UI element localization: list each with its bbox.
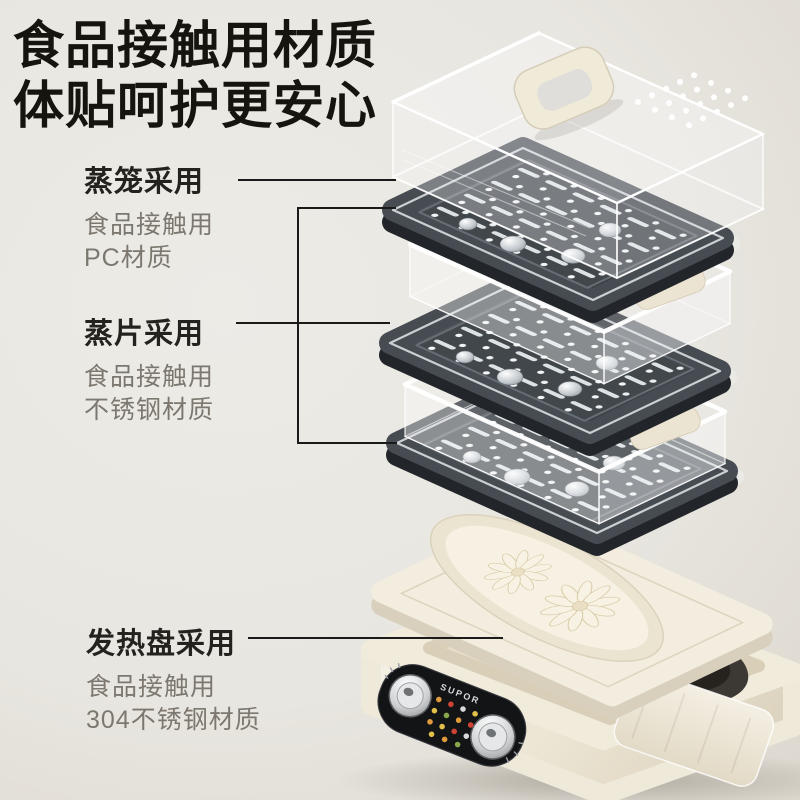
heading-line-2: 体贴呵护更安心 xyxy=(13,77,378,134)
callout-heating-plate: 发热盘采用 食品接触用 304不锈钢材质 xyxy=(86,620,261,737)
swirl-drip-tray xyxy=(371,509,773,720)
callout-desc-line: 食品接触用 xyxy=(84,363,215,391)
callout-title: 蒸笼采用 xyxy=(84,166,205,198)
callout-title: 蒸片采用 xyxy=(84,318,205,350)
callout-steamer-basket: 蒸笼采用 食品接触用 PC材质 xyxy=(84,158,214,275)
main-heading: 食品接触用材质 体贴呵护更安心 xyxy=(13,16,377,136)
control-panel: SUPOR xyxy=(374,660,529,768)
callout-desc-line: PC材质 xyxy=(84,244,173,272)
knob-right[interactable] xyxy=(464,708,529,768)
heading-line-1: 食品接触用材质 xyxy=(13,17,378,74)
transparent-lid xyxy=(390,31,766,280)
steam-vent-holes xyxy=(635,72,748,129)
callout-desc-line: 不锈钢材质 xyxy=(84,396,215,424)
leader-bracket-trays xyxy=(297,207,397,444)
callout-steam-trays: 蒸片采用 食品接触用 不锈钢材质 xyxy=(84,310,214,427)
callout-desc-line: 食品接触用 xyxy=(84,211,215,239)
lid-handle[interactable] xyxy=(508,40,627,147)
callout-desc-line: 食品接触用 xyxy=(86,673,217,701)
callout-desc-line: 304不锈钢材质 xyxy=(86,706,261,734)
callout-title: 发热盘采用 xyxy=(86,628,237,660)
knob-left[interactable] xyxy=(374,660,440,723)
leader-lines xyxy=(236,179,503,639)
menu-indicator-icons xyxy=(427,696,478,748)
